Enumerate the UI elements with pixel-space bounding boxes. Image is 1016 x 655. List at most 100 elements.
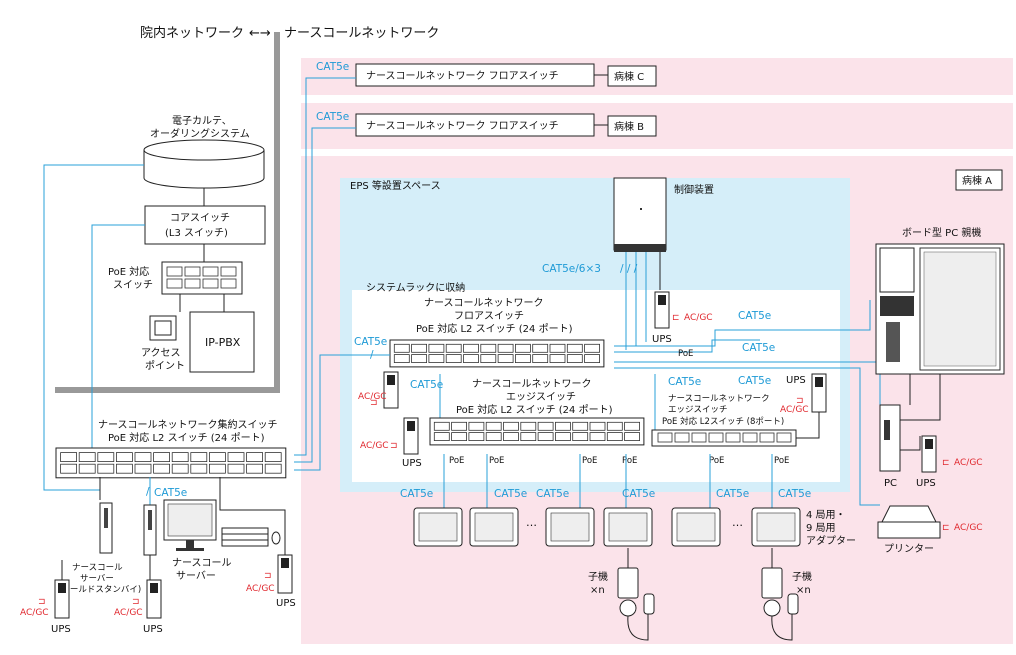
control-unit-label: 制御装置 <box>674 183 714 196</box>
hospital-network-label: 院内ネットワーク <box>140 25 244 41</box>
switch-port <box>78 463 96 474</box>
ip-pbx <box>189 311 255 373</box>
switch-port <box>503 432 519 442</box>
hospital-network-wall <box>55 32 280 393</box>
server-cold-standby-icon <box>99 502 113 554</box>
board-pc-label: ボード型 PC 親機 <box>902 226 981 239</box>
adapter-line2: 9 局用 <box>806 522 836 534</box>
floor-switch-b-label: ナースコールネットワーク フロアスイッチ <box>366 120 559 132</box>
ups-edge8 <box>796 373 827 439</box>
poe-label: PoE <box>489 456 504 466</box>
core-switch-line2: (L3 スイッチ) <box>165 227 228 239</box>
floor-switch-line3: PoE 対応 L2 スイッチ (24 ポート) <box>416 322 573 335</box>
switch-port <box>60 463 77 474</box>
cat5e-label: CAT5e <box>778 488 811 500</box>
emr-label-line2: オーダリングシステム <box>150 127 250 140</box>
plug-icon: ⊐ <box>370 398 378 408</box>
cat5e-label: CAT5e <box>354 336 387 348</box>
child-count-1: ×n <box>590 585 605 596</box>
core-switch <box>144 205 266 245</box>
switch-port <box>624 432 640 442</box>
switch-port <box>468 432 485 442</box>
switch-port <box>480 354 497 364</box>
switch-port <box>451 421 468 431</box>
switch-port <box>497 354 514 364</box>
edge8-line2: エッジスイッチ <box>668 405 728 415</box>
main-server-line2: サーバー <box>176 570 216 582</box>
rack-label: システムラックに収納 <box>366 281 465 294</box>
cat5e-6x3-label: CAT5e/6×3 <box>542 263 601 275</box>
switch-port <box>190 452 208 463</box>
switch-port <box>520 432 537 442</box>
switch-port <box>572 421 589 431</box>
switch-port <box>566 343 583 353</box>
ups-label: UPS <box>402 458 422 469</box>
ups-label: UPS <box>916 478 936 489</box>
acgc-label: AC/GC <box>358 392 387 402</box>
child-label-2: 子機 <box>792 570 812 583</box>
switch-port <box>171 463 189 474</box>
switch-port <box>463 354 479 364</box>
pc-label: PC <box>884 478 897 489</box>
access-point-icon <box>149 315 177 341</box>
access-point-line2: ポイント <box>145 360 185 372</box>
floor-switch-line1: ナースコールネットワーク <box>424 297 544 309</box>
acgc-label: AC/GC <box>780 405 809 415</box>
printer-label: プリンター <box>884 543 934 555</box>
acgc-label: AC/GC <box>360 441 389 451</box>
control-unit <box>613 177 667 252</box>
switch-port <box>153 463 171 474</box>
poe-label: PoE <box>622 456 637 466</box>
switch-port <box>515 354 531 364</box>
switch-port <box>153 452 171 463</box>
switch-port <box>246 452 264 463</box>
child-label-1: 子機 <box>588 570 608 583</box>
ups-pc <box>921 435 937 473</box>
switch-port <box>208 452 226 463</box>
switch-port <box>264 463 282 474</box>
room-terminal-icon <box>545 507 595 547</box>
switch-port <box>78 452 96 463</box>
switch-port <box>566 354 583 364</box>
edge8-line1: ナースコールネットワーク <box>668 394 770 404</box>
database-icon <box>143 139 265 189</box>
cable-slash: / <box>370 349 374 361</box>
plug-icon: ⊏ <box>942 523 950 533</box>
cat5e-label: CAT5e <box>742 342 775 354</box>
server-main-icon <box>143 504 157 556</box>
cable-slash: / <box>146 486 150 498</box>
acgc-label: AC/GC <box>954 523 983 533</box>
acgc-label: AC/GC <box>954 458 983 468</box>
switch-port <box>428 343 445 353</box>
poe-label: PoE <box>709 456 724 466</box>
acgc-label: AC/GC <box>246 584 275 594</box>
cat5e-label: CAT5e <box>716 488 749 500</box>
ups-label: UPS <box>143 624 163 635</box>
switch-port <box>532 354 549 364</box>
switch-port <box>433 421 450 431</box>
switch-port <box>555 421 571 431</box>
switch-port <box>246 463 264 474</box>
switch-port <box>227 452 245 463</box>
switch-port <box>584 343 600 353</box>
switch-port <box>116 463 133 474</box>
switch-port <box>60 452 77 463</box>
keyboard-icon <box>221 527 269 547</box>
plug-icon: ⊐ <box>796 396 804 406</box>
switch-port <box>227 463 245 474</box>
core-switch-line1: コアスイッチ <box>170 212 230 224</box>
switch-port <box>485 432 502 442</box>
switch-port <box>589 421 606 431</box>
cat5e-label: CAT5e <box>154 487 187 499</box>
cable-slash: / / / <box>620 263 638 275</box>
ward-a-label: 病棟 A <box>962 174 992 187</box>
cat5e-label: CAT5e <box>622 488 655 500</box>
room-terminal-icon <box>603 507 653 547</box>
plug-icon: ⊐ <box>264 571 272 581</box>
switch-port <box>171 452 189 463</box>
access-point-line1: アクセス <box>141 347 181 359</box>
printer-icon <box>877 505 941 539</box>
poe-label: PoE <box>449 456 464 466</box>
switch-port <box>520 421 537 431</box>
poe-switch-line1: PoE 対応 <box>108 265 149 278</box>
